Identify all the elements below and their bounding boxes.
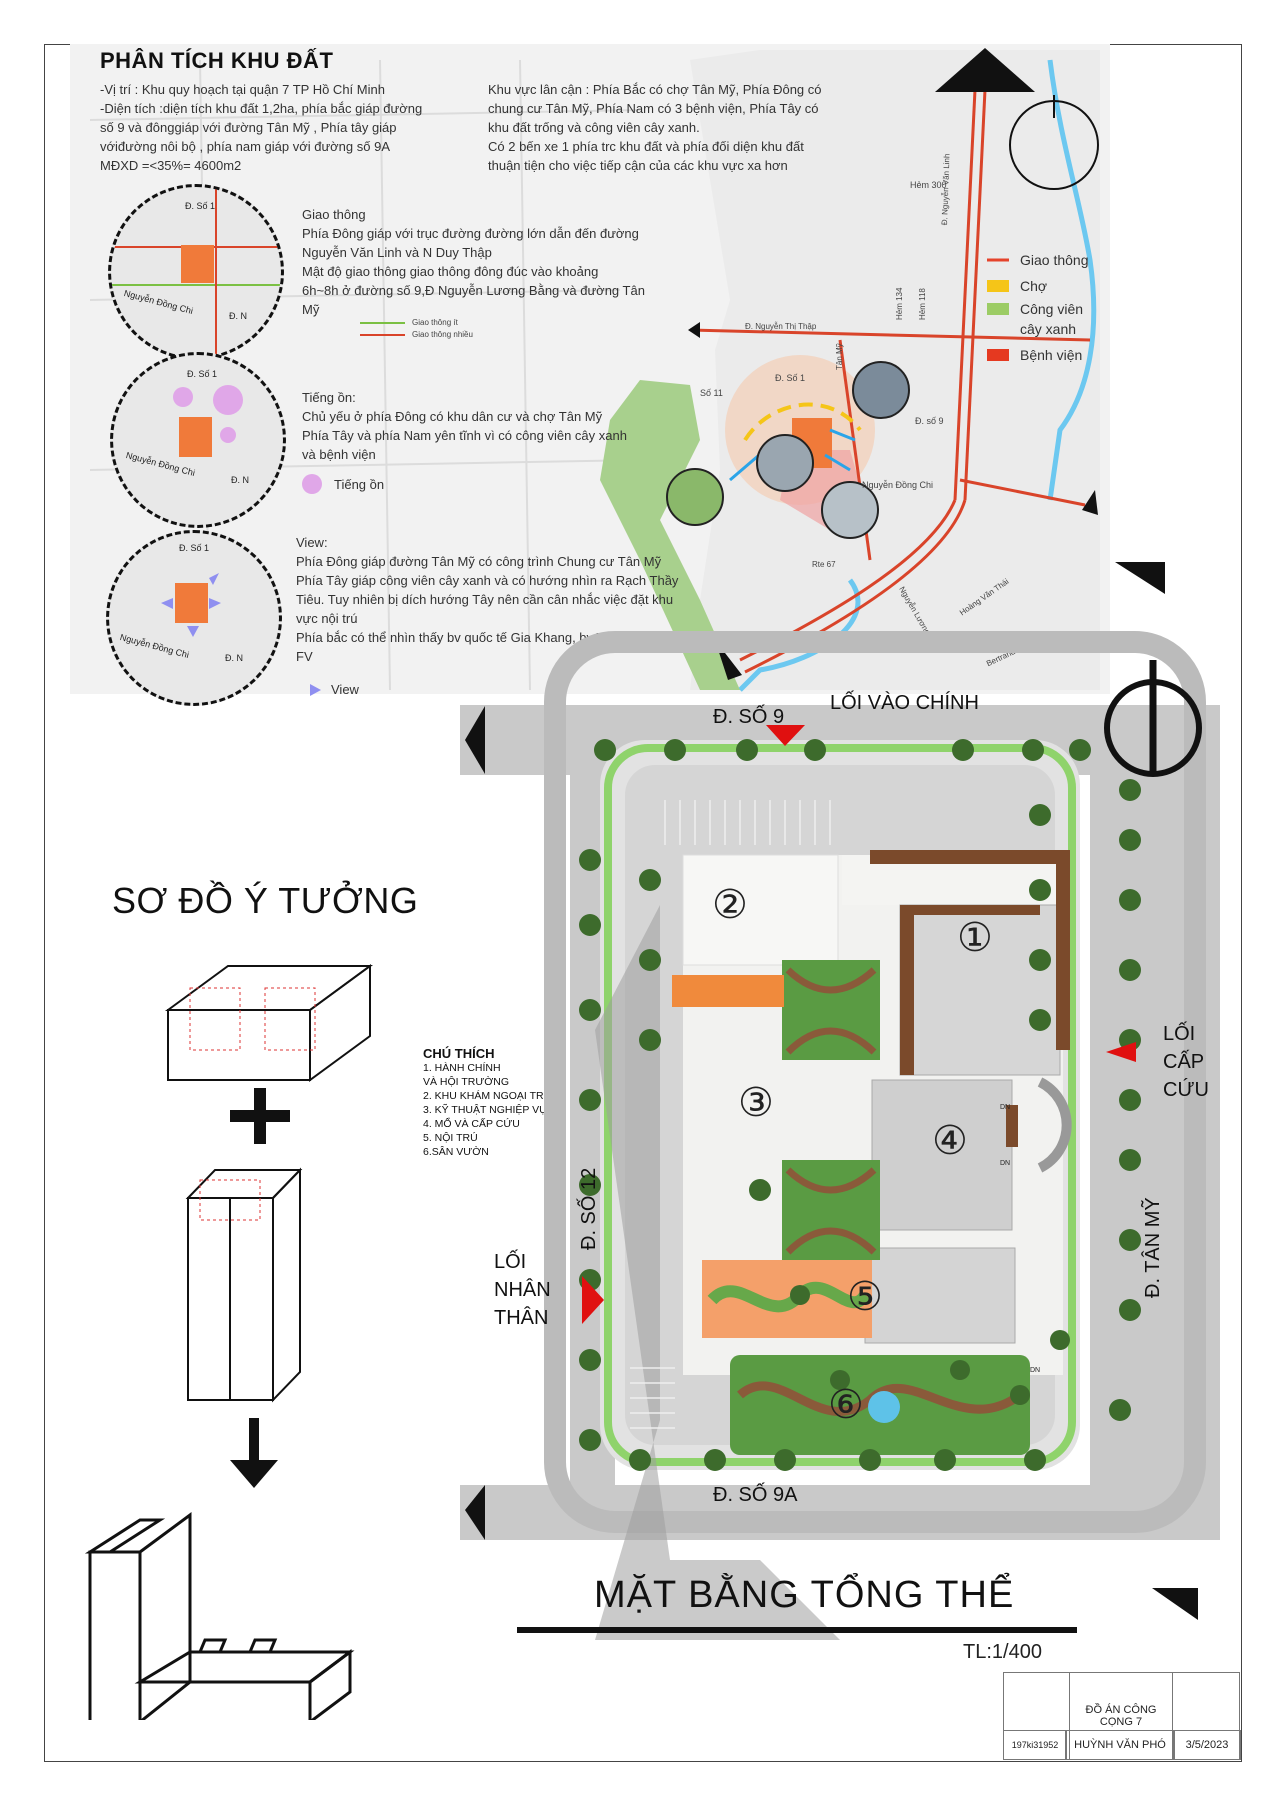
map-legend-swatches [987,258,1009,361]
legend-park-2: cây xanh [1020,321,1077,337]
south-road-end [465,1485,485,1540]
concept-title: SƠ ĐỒ Ý TƯỞNG [112,880,419,921]
site-right-text: Khu vực lân cận : Phía Bắc có chợ Tân Mỹ… [488,82,822,173]
noise-legend-label: Tiếng ồn [334,477,385,492]
zone-6-number: ⑥ [828,1383,864,1427]
zone-5-number: ⑤ [847,1275,883,1319]
legend-hospital: Bệnh viện [1020,347,1083,363]
title-block-date: 3/5/2023 [1173,1730,1241,1760]
emergency-entry-marker [1106,1042,1136,1062]
label-so1: Đ. Số 1 [775,373,806,383]
label-so9: Đ. số 9 [915,416,944,426]
dn-label-3: DN [1030,1367,1041,1374]
road-east-label: Đ. TÂN MỸ [1142,1197,1164,1298]
map-direction-marker-3 [688,322,700,338]
context-map [89,48,1100,692]
map-direction-marker [1082,490,1098,515]
staff-entry-marker [582,1276,604,1324]
zone-1-roof-edge-2 [900,905,1040,1075]
site-left-text: -Vị trí : Khu quy hoạch tại quận 7 TP Hồ… [100,82,423,173]
zone-2-number: ② [712,883,748,927]
view-diagram-circle: Đ. Số 1 Nguyễn Đồng Chi Đ. N [106,530,282,706]
label-so11: Số 11 [700,388,723,398]
noise-analysis: Tiếng ồn: Chủ yếu ở phía Đông có khu dân… [302,390,627,462]
dn-label-2: DN [1000,1160,1011,1167]
legend-market: Chợ [1020,278,1048,294]
main-entry-label: LỐI VÀO CHÍNH [830,692,979,714]
parking-top [664,800,831,845]
legend-park: Công viên [1020,301,1084,317]
park-area [600,380,740,690]
label-nguyen-thi-thap: Đ. Nguyễn Thị Thập [745,322,817,331]
river [1047,59,1097,501]
emergency-dropoff [1037,1077,1072,1173]
zone-3-number: ③ [738,1081,774,1125]
label-nguyen-dong-chi: Nguyễn Đồng Chi [862,480,934,490]
north-road-end [465,706,485,774]
title-block-author: HUỲNH VĂN PHÓ [1065,1730,1175,1760]
road-south-label: Đ. SỐ 9A [713,1484,798,1506]
label-hem300: Hẻm 300 [910,180,947,190]
bridge-walkway [672,975,784,1007]
label-tan-my: Tân Mỹ [835,343,844,370]
traffic-analysis: Giao thông Phía Đông giáp với trục đường… [302,207,645,317]
legend-traffic: Giao thông [1020,252,1089,268]
noise-diagram-circle: Đ. Số 1 Nguyễn Đồng Chi Đ. N [110,352,286,528]
north-marker-triangle [935,48,1035,92]
main-entry-marker [766,725,805,746]
road-west-label: Đ. SỐ 12 [578,1167,600,1250]
view-analysis: View: Phía Đông giáp đường Tân Mỹ có côn… [296,535,679,664]
traffic-legend-lines [360,322,405,336]
master-plan [460,562,1220,1640]
trees [579,739,1141,1471]
title-block-student-id: 197ki31952 [1003,1730,1067,1760]
northeast-marker [1115,562,1165,594]
building-photo [756,434,814,492]
legend-notes: CHÚ THÍCH 1. HÀNH CHÍNH VÀ HỘI TRƯỜNG 2.… [423,1046,552,1158]
market-photo [852,361,910,419]
building-zone-5 [864,1247,1016,1344]
label-hem118: Hẻm 118 [918,288,927,320]
market-arc [743,402,862,442]
dn-label-1: DN [1000,1104,1011,1111]
plan-title-underline [517,1627,1077,1633]
label-rte67: Rte 67 [812,560,836,569]
plan-scale: TL:1/400 [963,1641,1042,1663]
zone-4-number: ④ [932,1119,968,1163]
view-legend-arrow [310,684,321,696]
building-shadow [595,905,840,1640]
park-photo [666,468,724,526]
traffic-legend-low: Giao thông ít [412,318,458,327]
road-north-label: Đ. SỐ 9 [713,706,785,728]
southeast-marker [1152,1588,1198,1620]
garden-pond [868,1391,900,1423]
outer-sidewalk [544,631,1206,1533]
traffic-roads [689,89,1091,674]
emergency-entry-label: LỐI CẤP CỨU [1163,1023,1209,1101]
building-zone-2 [682,854,839,966]
concept-diagram [84,964,374,1720]
view-legend-label: View [331,682,359,697]
traffic-legend-high: Giao thông nhiều [412,330,473,339]
traffic-diagram-circle: Đ. Số 1 Nguyễn Đồng Chi Đ. N [108,184,284,360]
label-hem134: Hẻm 134 [895,287,904,320]
building-zone-4 [871,1079,1013,1231]
staff-entry-label: LỐI NHÂN THÂN [494,1251,551,1329]
zone-1-number: ① [957,916,993,960]
parking-bottom [630,1367,675,1429]
noise-legend-dot [302,474,322,494]
plan-title: MẶT BẰNG TỔNG THỂ [594,1574,1015,1616]
hospital-photo [821,481,879,539]
site-analysis-title: PHÂN TÍCH KHU ĐẤT [100,48,334,73]
